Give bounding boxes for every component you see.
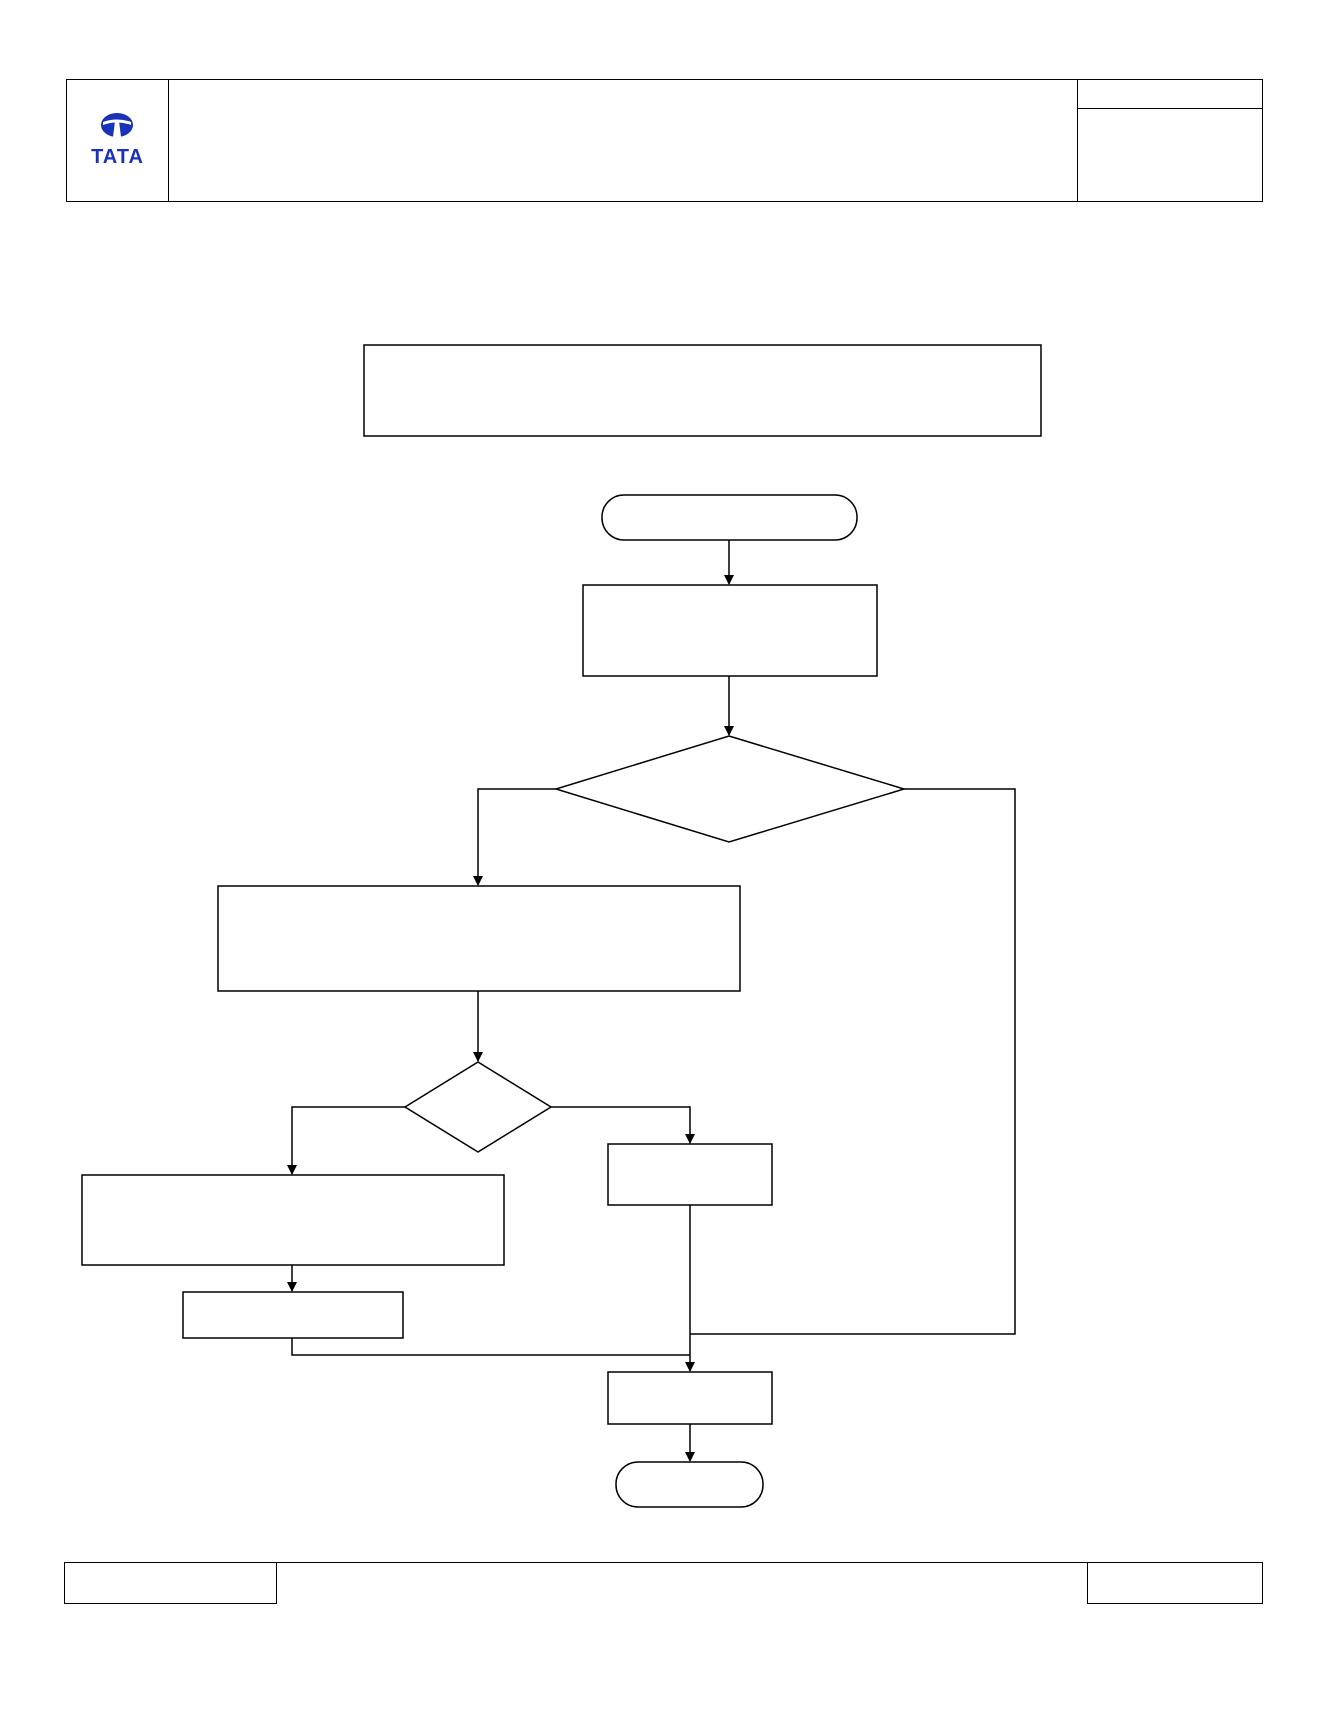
connector-decision2-right xyxy=(551,1106,695,1144)
process-step-left-2 xyxy=(182,1291,404,1339)
header-doc-number-cell xyxy=(1077,79,1263,109)
tata-logo-icon xyxy=(101,113,133,137)
logo-wordmark: TATA xyxy=(91,146,144,168)
process-step-right xyxy=(607,1143,773,1206)
connector-decision2-left xyxy=(287,1106,405,1175)
logo-cell xyxy=(66,79,169,202)
connector-stepleft2-merge xyxy=(291,1338,690,1356)
decision-2 xyxy=(403,1061,553,1153)
connector-decision1-step2 xyxy=(473,788,556,886)
title-box xyxy=(363,344,1042,437)
process-step-final xyxy=(607,1371,773,1425)
header-info-cell xyxy=(1077,79,1263,202)
process-step-1 xyxy=(582,584,878,677)
footer-left-cell xyxy=(64,1562,277,1604)
footer-right-cell xyxy=(1087,1562,1263,1604)
process-step-2 xyxy=(217,885,741,992)
end-terminator xyxy=(615,1461,764,1508)
document-header xyxy=(66,79,1263,202)
process-step-left xyxy=(81,1174,505,1266)
connector-decision1-bypass xyxy=(690,788,1016,1335)
start-terminator xyxy=(601,494,858,541)
footer-middle-line xyxy=(277,1562,1087,1563)
decision-1 xyxy=(553,735,907,843)
